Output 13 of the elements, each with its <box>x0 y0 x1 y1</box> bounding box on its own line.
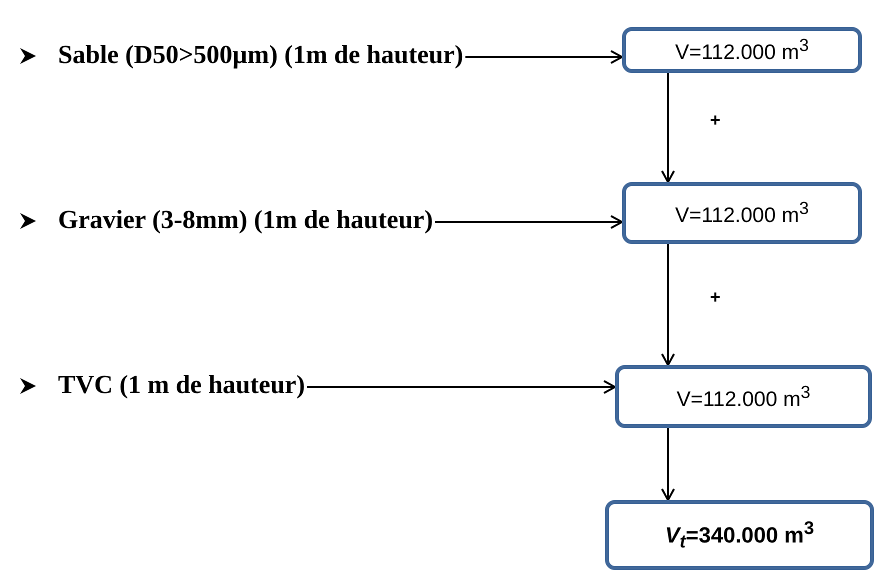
list-item-text: TVC (1 m de hauteur) <box>58 370 305 400</box>
arrow <box>661 73 675 183</box>
arrow <box>661 428 675 501</box>
list-item-text: Gravier (3-8mm) (1m de hauteur) <box>58 205 433 235</box>
arrow <box>307 380 616 394</box>
list-item-text: Sable (D50>500µm) (1m de hauteur) <box>58 40 464 70</box>
arrow <box>661 244 675 366</box>
volume-box: V=112.000 m$^{3}$ <box>622 182 862 244</box>
volume-box: V=112.000 m$^{3}$ <box>615 365 872 428</box>
arrow <box>434 215 623 229</box>
volume-box: V=112.000 m$^{3}$ <box>622 27 862 73</box>
arrow <box>465 50 623 64</box>
total-volume-box: V$_{t}$=340.000 m$^{3}$ <box>605 500 874 570</box>
